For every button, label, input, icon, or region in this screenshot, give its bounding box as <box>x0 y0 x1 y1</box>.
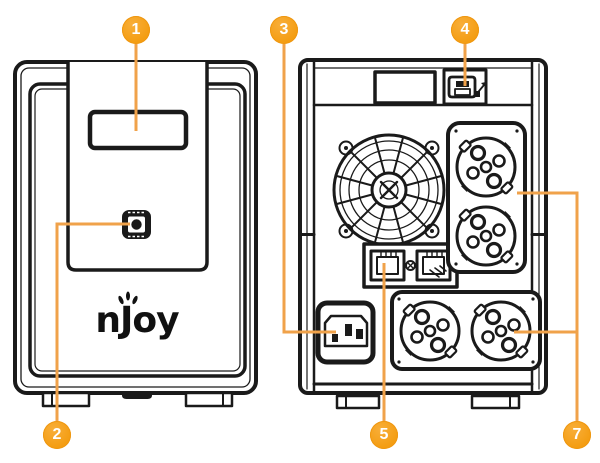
callout-badge-2: 2 <box>43 421 71 449</box>
callout-line-3 <box>282 44 336 334</box>
front-feet <box>41 391 234 408</box>
callout-number: 3 <box>279 21 289 38</box>
schuko-outlets-upper <box>446 121 527 274</box>
callout-badge-4: 4 <box>451 16 479 44</box>
outlet-2 <box>455 205 517 267</box>
callout-line-2 <box>55 222 130 421</box>
power-button <box>122 210 151 239</box>
rj45-in-port <box>369 249 406 282</box>
rating-label <box>373 70 437 105</box>
callout-number: 5 <box>379 426 389 443</box>
plug-arrow-icon <box>474 82 486 97</box>
logo-spark-icon <box>118 291 138 305</box>
callout-number: 7 <box>572 426 582 443</box>
back-feet <box>335 394 521 410</box>
callout-badge-1: 1 <box>122 16 150 44</box>
callout-line-7 <box>514 191 579 421</box>
callout-badge-5: 5 <box>370 421 398 449</box>
brand-logo: nJoy <box>95 291 180 341</box>
lcd-display <box>87 109 189 151</box>
callout-number: 1 <box>131 21 141 38</box>
callout-badge-3: 3 <box>270 16 298 44</box>
brand-logo-text: nJoy <box>95 300 179 341</box>
outlet-3 <box>399 300 461 362</box>
callout-number: 2 <box>52 426 62 443</box>
surge-data-ports <box>362 242 459 289</box>
outlet-1 <box>455 136 517 198</box>
callout-number: 4 <box>460 21 470 38</box>
screw-icon <box>405 260 416 271</box>
callout-badge-7: 7 <box>563 421 591 449</box>
back-view <box>298 58 548 410</box>
